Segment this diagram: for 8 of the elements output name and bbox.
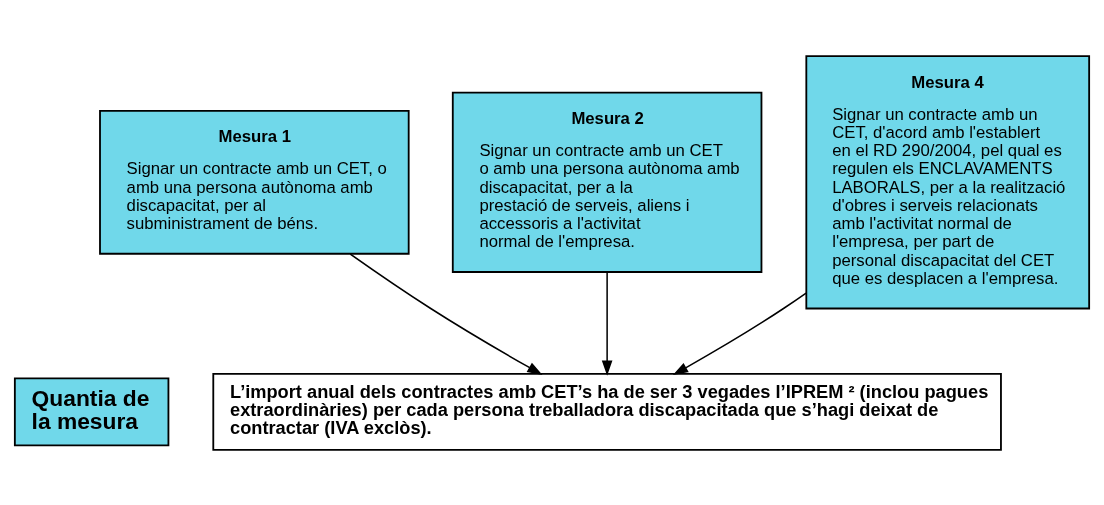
node-box: Mesura 4 Signar un contracte amb un CET, d'acord amb l'establert en el RD 290/2004, pel qual es regulen els ENCLAVAMENTS LABORALS, per a la realització d'obres i serveis relacionats amb l'activitat normal de l'empresa, per part de personal discapacitat del CET que es desplacen a l'empresa. (805, 54, 1091, 309)
node-box: Mesura 2 Signar un contracte amb un CET o amb una persona autònoma amb discapacitat, per a la prestació de serveis, aliens i accessoris a l'activitat normal de l'empresa. (451, 91, 763, 273)
node-box: L’import anual dels contractes amb CET’s ha de ser 3 vegades l’IPREM ² (inclou pagues extraordinàries) per cada persona treballadora discapacitada que s’hagi deixat de contractar (IVA exclòs). (212, 372, 1002, 451)
arrow (672, 291, 807, 375)
node-box: Mesura 1 Signar un contracte amb un CET, o amb una persona autònoma amb discapacitat, per al subministrament de béns. (99, 109, 410, 255)
arrow (601, 270, 613, 376)
node-box: Quantia de la mesura (13, 377, 170, 446)
arrow (349, 252, 543, 375)
